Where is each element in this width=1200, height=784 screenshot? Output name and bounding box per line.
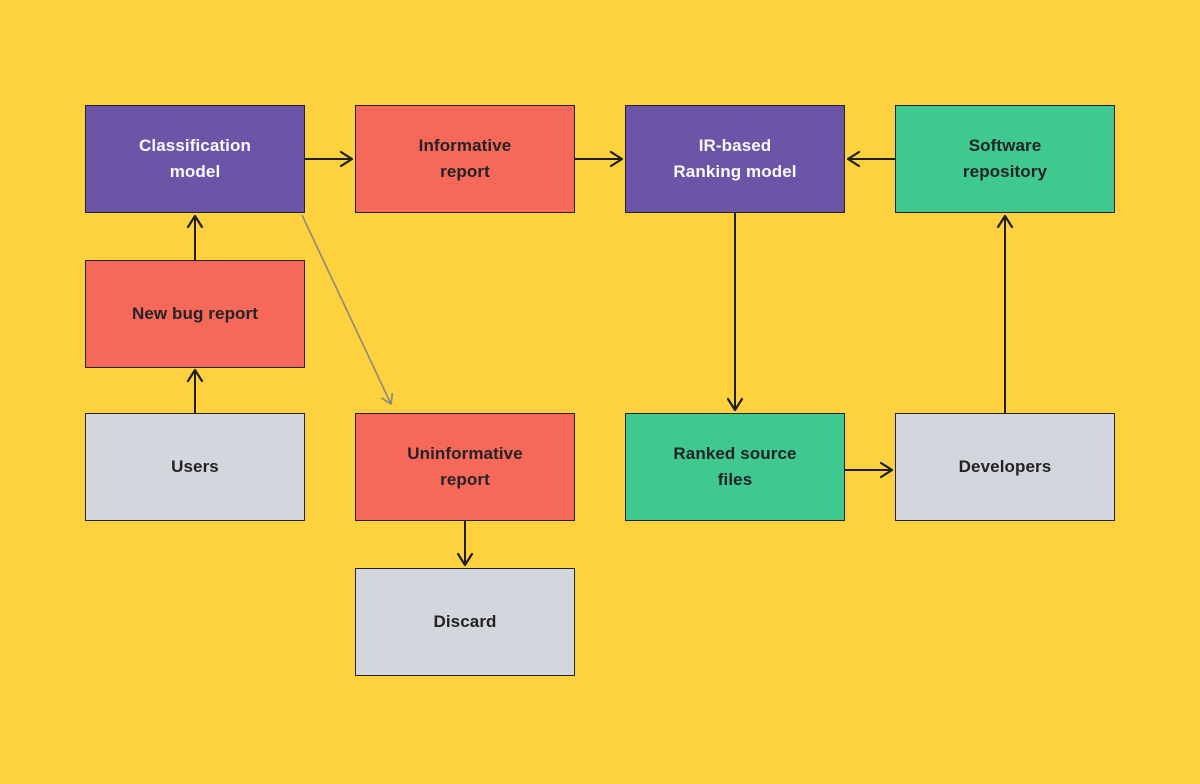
node-developers-label: Developers	[958, 457, 1052, 476]
node-software-repository: Software repository	[895, 105, 1115, 213]
node-uninformative-report-label: Uninformative report	[407, 444, 523, 489]
node-ir-based-ranking-model-label: IR-based Ranking model	[673, 136, 797, 181]
node-new-bug-report: New bug report	[85, 260, 305, 368]
node-discard-label: Discard	[433, 612, 497, 631]
node-ir-based-ranking-model: IR-based Ranking model	[625, 105, 845, 213]
node-ranked-source-files-label: Ranked source files	[673, 444, 797, 489]
node-discard: Discard	[355, 568, 575, 676]
node-new-bug-report-label: New bug report	[131, 304, 259, 323]
node-informative-report-label: Informative report	[418, 136, 512, 181]
node-software-repository-label: Software repository	[962, 136, 1048, 181]
arrow-classification-model-to-uninformative-report	[301, 214, 394, 405]
node-classification-model: Classification model	[85, 105, 305, 213]
node-ranked-source-files: Ranked source files	[625, 413, 845, 521]
node-uninformative-report: Uninformative report	[355, 413, 575, 521]
node-developers: Developers	[895, 413, 1115, 521]
node-users-label: Users	[171, 457, 219, 476]
node-informative-report: Informative report	[355, 105, 575, 213]
node-classification-model-label: Classification model	[139, 136, 251, 181]
node-users: Users	[85, 413, 305, 521]
